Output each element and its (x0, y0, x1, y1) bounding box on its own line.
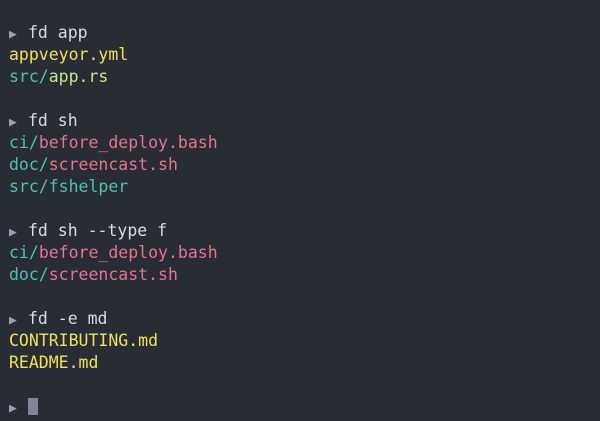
command-line[interactable]: ▶ fd sh --type f (9, 220, 600, 242)
blank-line (9, 374, 600, 396)
result-file-name: CONTRIBUTING.md (9, 331, 159, 350)
result-line[interactable]: src/fshelper (9, 176, 600, 198)
command-line[interactable]: ▶ fd -e md (9, 308, 600, 330)
blank-line (9, 198, 600, 220)
result-file-name: screencast.sh (48, 265, 178, 284)
result-file-name: screencast.sh (48, 155, 178, 174)
command-line[interactable]: ▶ fd sh (9, 110, 600, 132)
result-directory-path: src/ (9, 67, 49, 86)
blank-line (9, 286, 600, 308)
result-directory-path: ci/ (9, 133, 39, 152)
result-line[interactable]: doc/screencast.sh (9, 154, 600, 176)
prompt-arrow-icon: ▶ (9, 225, 17, 240)
result-line[interactable]: doc/screencast.sh (9, 264, 600, 286)
prompt-arrow-icon: ▶ (9, 401, 17, 416)
result-file-name: app.rs (48, 67, 109, 86)
prompt-arrow-icon: ▶ (9, 27, 17, 42)
result-line[interactable]: src/app.rs (9, 66, 600, 88)
result-directory-path: doc/ (9, 265, 49, 284)
result-file-name: README.md (9, 353, 99, 372)
blank-line (9, 88, 600, 110)
result-directory-path: src/fshelper (9, 177, 129, 196)
text-cursor (28, 398, 38, 415)
command-line[interactable]: ▶ fd app (9, 22, 600, 44)
command-text: fd app (28, 23, 88, 42)
result-line[interactable]: ci/before_deploy.bash (9, 242, 600, 264)
command-text: fd sh --type f (28, 221, 168, 240)
result-directory-path: doc/ (9, 155, 49, 174)
command-text: fd sh (28, 111, 78, 130)
result-line[interactable]: ci/before_deploy.bash (9, 132, 600, 154)
command-text: fd -e md (28, 309, 108, 328)
result-file-name: appveyor.yml (9, 45, 129, 64)
active-prompt-line[interactable]: ▶ (9, 396, 600, 418)
result-line[interactable]: README.md (9, 352, 600, 374)
result-line[interactable]: CONTRIBUTING.md (9, 330, 600, 352)
prompt-arrow-icon: ▶ (9, 115, 17, 130)
result-directory-path: ci/ (9, 243, 39, 262)
result-file-name: before_deploy.bash (38, 243, 218, 262)
result-file-name: before_deploy.bash (38, 133, 218, 152)
prompt-arrow-icon: ▶ (9, 313, 17, 328)
result-line[interactable]: appveyor.yml (9, 44, 600, 66)
